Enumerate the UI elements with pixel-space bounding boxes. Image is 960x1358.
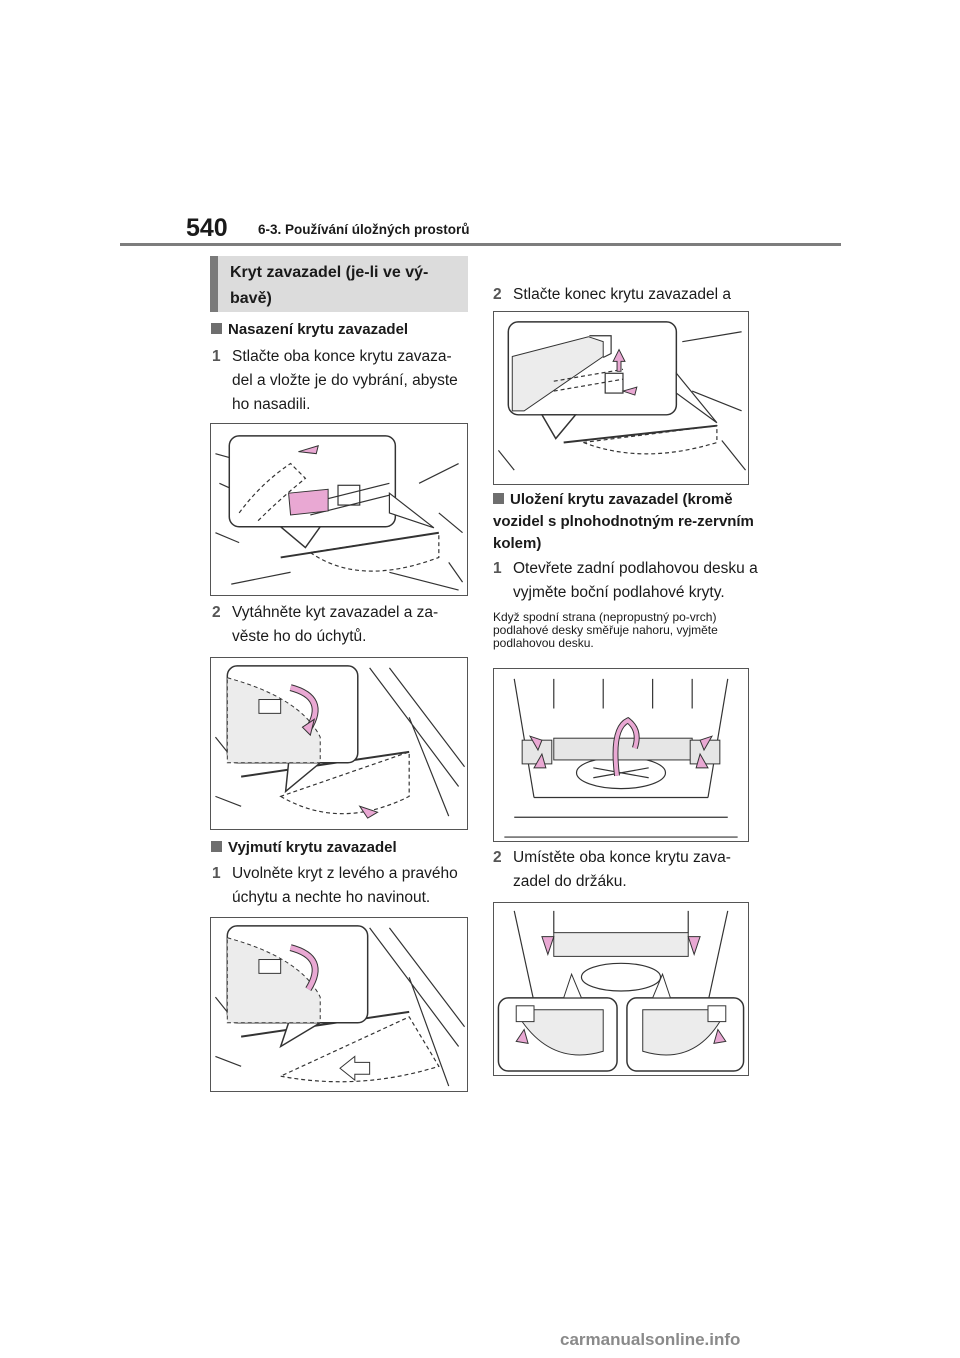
section-title: Kryt zavazadel (je-li ve vý-bavě) — [230, 264, 429, 307]
illustration-install — [215, 435, 464, 591]
step-number: 1 — [212, 348, 221, 365]
step-number: 1 — [212, 865, 221, 882]
step-number: 2 — [493, 849, 502, 866]
step-text: Stlačte oba konce krytu zavaza-del a vlo… — [232, 348, 458, 413]
figure-floor-board — [493, 668, 749, 842]
illustration-lift — [497, 321, 747, 471]
header-divider — [120, 243, 841, 246]
square-bullet-icon — [493, 493, 504, 504]
step-text: Vytáhněte kyt zavazadel a za-věste ho do… — [232, 604, 439, 645]
subheading-text: Vyjmutí krytu zavazadel — [228, 839, 397, 856]
step-store-2: 2 Umístěte oba konce krytu zava-zadel do… — [493, 846, 758, 894]
step-number: 2 — [212, 604, 221, 621]
subheading-text: Nasazení krytu zavazadel — [228, 321, 409, 338]
figure-install-recesses — [210, 423, 468, 596]
step-store-1: 1 Otevřete zadní podlahovou desku a vyjm… — [493, 557, 758, 605]
step-number: 1 — [493, 560, 502, 577]
step-text: Otevřete zadní podlahovou desku a vyjmět… — [513, 560, 758, 601]
section-title-box: Kryt zavazadel (je-li ve vý-bavě) — [210, 256, 468, 312]
step-install-2: 2 Vytáhněte kyt zavazadel a za-věste ho … — [212, 601, 470, 649]
subheading-store: Uložení krytu zavazadel (kromě vozidel s… — [493, 489, 758, 555]
step-install-1: 1 Stlačte oba konce krytu zavaza-del a v… — [212, 345, 470, 417]
step-remove-1: 1 Uvolněte kryt z levého a pravého úchyt… — [212, 862, 470, 910]
illustration-floor — [504, 678, 738, 838]
figure-release-hooks — [210, 917, 468, 1092]
subheading-install: Nasazení krytu zavazadel — [211, 319, 471, 341]
illustration-hang — [214, 665, 466, 819]
note-floor-board: Když spodní strana (nepropustný po-vrch)… — [493, 610, 718, 650]
figure-hang-hooks — [210, 657, 468, 830]
square-bullet-icon — [211, 323, 222, 334]
square-bullet-icon — [211, 841, 222, 852]
page-number: 540 — [186, 214, 228, 242]
illustration-release — [214, 925, 466, 1087]
step-text: Umístěte oba konce krytu zava-zadel do d… — [513, 849, 731, 890]
step-text: Uvolněte kryt z levého a pravého úchytu … — [232, 865, 458, 906]
figure-lift-cover — [493, 311, 749, 485]
step-number: 2 — [493, 286, 502, 303]
illustration-holder — [497, 910, 745, 1072]
watermark: carmanualsonline.info — [560, 1330, 741, 1349]
chapter-title: 6-3. Používání úložných prostorů — [258, 222, 470, 237]
subheading-text: Uložení krytu zavazadel (kromě vozidel s… — [493, 491, 754, 552]
subheading-remove: Vyjmutí krytu zavazadel — [211, 837, 471, 859]
figure-holder — [493, 902, 749, 1076]
